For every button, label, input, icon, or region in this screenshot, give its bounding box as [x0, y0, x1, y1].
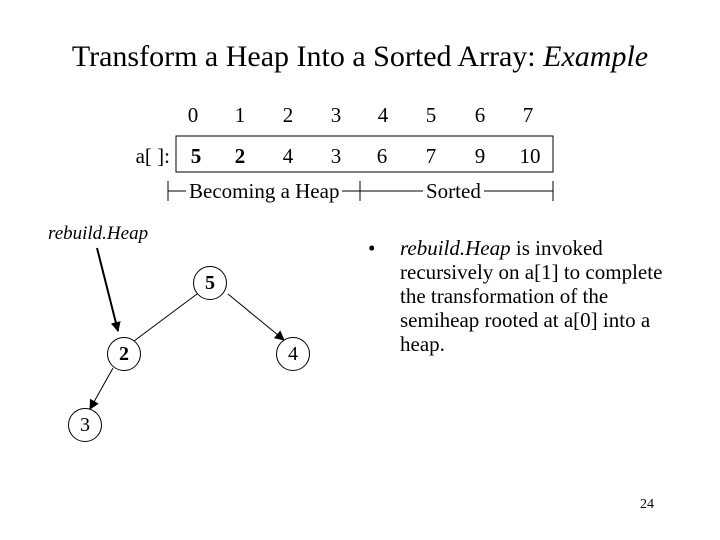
array-index: 2	[282, 103, 294, 127]
array-index: 1	[234, 103, 246, 127]
array-box	[175, 135, 554, 173]
bullet-text: is invoked recursively on a[1] to comple…	[400, 236, 663, 356]
array-cell: 9	[474, 144, 486, 168]
array-index: 7	[522, 103, 534, 127]
sorted-segment-label: Sorted	[423, 179, 484, 204]
slide-title: Transform a Heap Into a Sorted Array: Ex…	[0, 40, 720, 74]
rebuild-heap-arrow	[96, 247, 121, 332]
array-cell: 10	[519, 144, 541, 168]
array-index: 4	[377, 103, 389, 127]
page-number: 24	[640, 497, 654, 512]
edge-5-2	[133, 293, 198, 342]
array-label: a[ ]:	[135, 144, 170, 168]
array-cell: 2	[234, 144, 246, 168]
array-cell: 3	[330, 144, 342, 168]
tree-node-root: 5	[193, 266, 227, 300]
edge-5-4	[227, 293, 285, 341]
array-index: 0	[187, 103, 199, 127]
rebuild-heap-label: rebuild.Heap	[48, 223, 149, 244]
bullet-marker: •	[368, 236, 376, 260]
array-index: 6	[474, 103, 486, 127]
tree-node-left: 2	[107, 337, 141, 371]
array-cell: 4	[282, 144, 294, 168]
title-emphasis: Example	[543, 40, 649, 73]
title-main: Transform a Heap Into a Sorted Array:	[71, 40, 544, 73]
array-index: 5	[425, 103, 437, 127]
array-cell: 5	[190, 144, 202, 168]
edge-2-3	[89, 367, 114, 410]
bullet-point: • rebuild.Heap is invoked recursively on…	[368, 236, 668, 356]
array-index: 3	[330, 103, 342, 127]
heap-segment-label: Becoming a Heap	[186, 179, 343, 204]
tree-node-left-left: 3	[68, 408, 102, 442]
array-cell: 7	[425, 144, 437, 168]
tree-node-right: 4	[276, 337, 310, 371]
array-cell: 6	[376, 144, 388, 168]
bullet-method: rebuild.Heap	[400, 236, 511, 260]
